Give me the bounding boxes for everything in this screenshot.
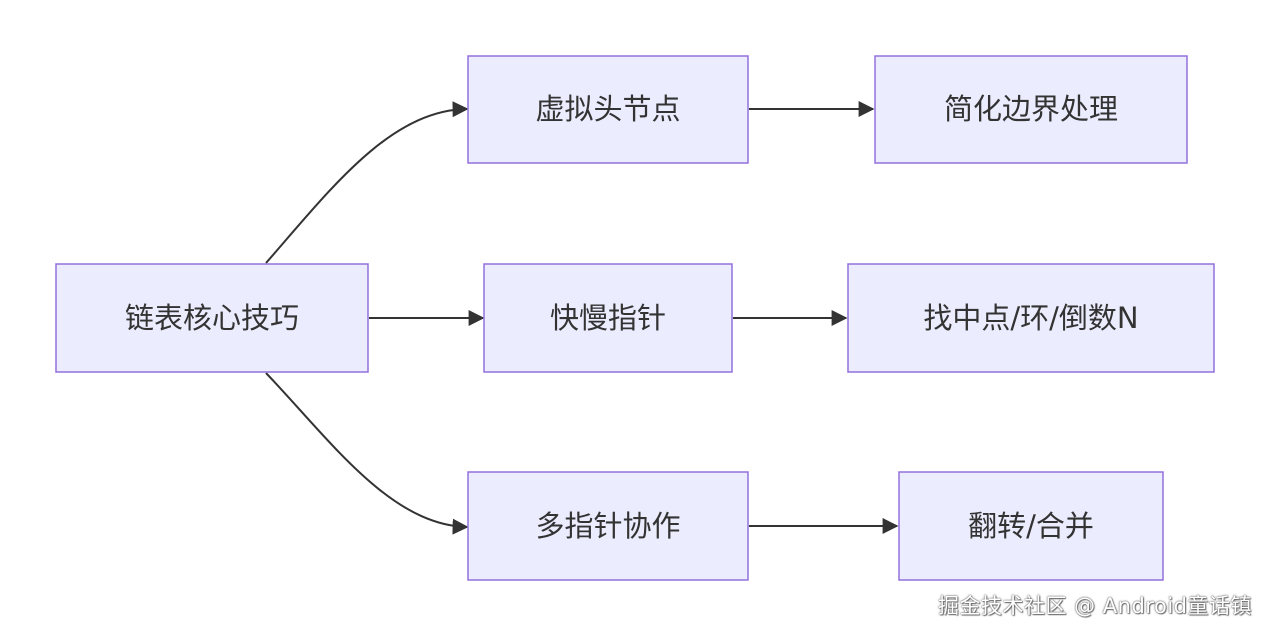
- watermark: 掘金技术社区 @ Android童话镇: [937, 594, 1252, 618]
- node-dummy-head-label: 虚拟头节点: [535, 92, 680, 126]
- edge-root-to-dummy: [265, 101, 469, 264]
- edge-root-to-multi: [265, 372, 469, 535]
- node-fast-slow: 快慢指针: [483, 263, 733, 373]
- node-multi-pointer-label: 多指针协作: [535, 509, 680, 543]
- node-dummy-head-result: 简化边界处理: [874, 55, 1188, 164]
- node-multi-pointer-result-label: 翻转/合并: [968, 509, 1094, 543]
- node-fast-slow-label: 快慢指针: [550, 301, 666, 335]
- node-dummy-head: 虚拟头节点: [467, 55, 749, 164]
- node-multi-pointer: 多指针协作: [467, 471, 749, 581]
- node-multi-pointer-result: 翻转/合并: [898, 471, 1164, 581]
- node-root-label: 链表核心技巧: [125, 301, 299, 335]
- node-fast-slow-result-label: 找中点/环/倒数N: [923, 301, 1138, 335]
- node-fast-slow-result: 找中点/环/倒数N: [847, 263, 1215, 373]
- node-root: 链表核心技巧: [55, 263, 369, 373]
- node-dummy-head-result-label: 简化边界处理: [944, 92, 1118, 126]
